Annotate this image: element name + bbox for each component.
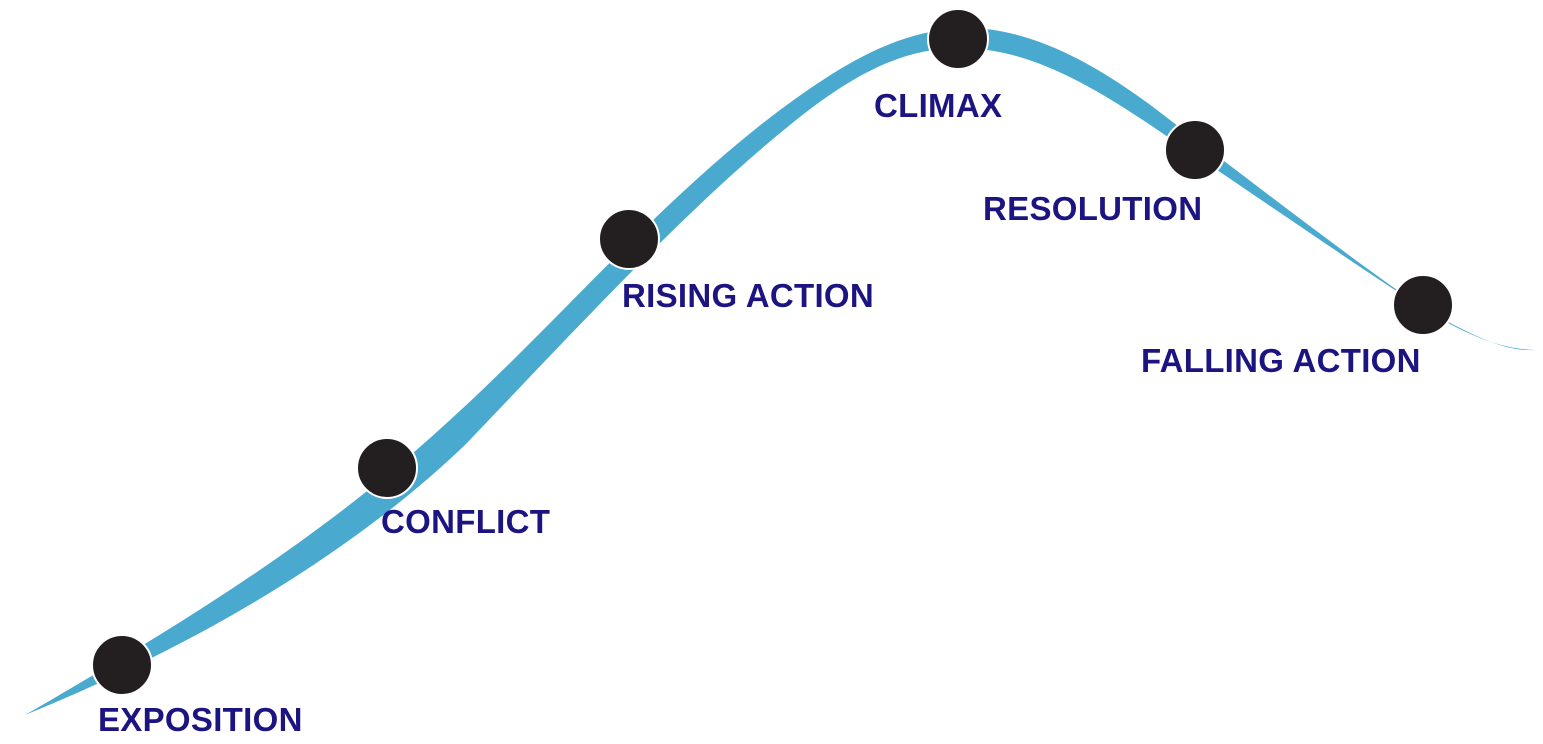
conflict-label: CONFLICT (381, 503, 550, 540)
conflict-dot (356, 437, 418, 499)
climax-label: CLIMAX (874, 87, 1002, 124)
exposition-label: EXPOSITION (98, 701, 303, 738)
rising-action-label: RISING ACTION (622, 277, 874, 314)
exposition-dot (91, 634, 153, 696)
rising-action-dot (598, 208, 660, 270)
falling-action-label: FALLING ACTION (1141, 342, 1421, 379)
resolution-label: RESOLUTION (983, 190, 1202, 227)
falling-action-dot (1392, 274, 1454, 336)
resolution-dot (1164, 119, 1226, 181)
climax-dot (927, 8, 989, 70)
